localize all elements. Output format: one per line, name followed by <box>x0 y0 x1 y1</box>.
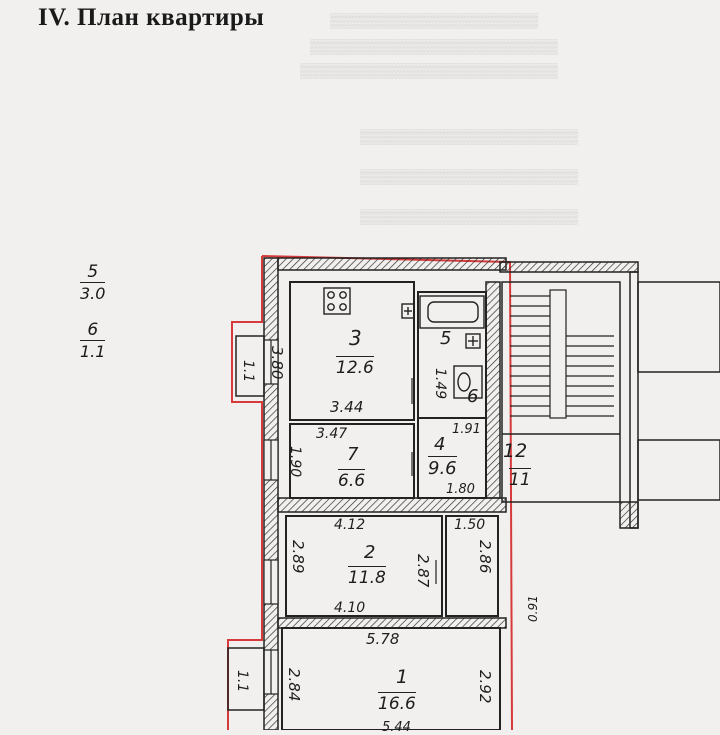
dim-room4-width: 1.80 <box>446 482 475 497</box>
dim-room2-left: 2.89 <box>289 540 307 574</box>
bathtub-icon <box>419 295 485 329</box>
balcony-lower <box>227 647 265 711</box>
neighbor-outline <box>619 281 720 529</box>
legend-room-number: 5 <box>87 262 99 282</box>
room-4-number: 4 <box>434 434 446 455</box>
dim-room5-height: 1.49 <box>432 368 448 400</box>
bleed-through-text: ▒▒▒▒▒▒▒▒▒▒▒▒▒▒▒▒▒▒▒▒▒▒▒▒▒▒ <box>300 64 558 79</box>
sink-icon <box>401 303 415 319</box>
dim-balcony-upper: 1.1 <box>240 360 256 383</box>
dim-room7-height: 1.90 <box>287 446 303 478</box>
dim-room2-bottom: 4.10 <box>334 600 366 616</box>
bleed-through-text: ▒▒▒▒▒▒▒▒▒▒▒▒▒▒▒▒▒▒▒▒▒▒ <box>360 210 579 225</box>
interior-walls <box>277 281 507 730</box>
bleed-through-text: ▒▒▒▒▒▒▒▒▒▒▒▒▒▒▒▒▒▒▒▒▒ <box>330 14 539 29</box>
bleed-through-text: ▒▒▒▒▒▒▒▒▒▒▒▒▒▒▒▒▒▒▒▒▒▒▒▒▒ <box>310 40 558 55</box>
dim-room3-width: 3.44 <box>330 398 364 416</box>
dim-closet-height: 2.86 <box>476 540 494 574</box>
room-1-area: 16.6 <box>378 692 416 714</box>
dim-room7-width: 3.47 <box>316 426 348 442</box>
room-12-area: 11 <box>509 468 531 490</box>
room-7-area: 6.6 <box>338 469 366 491</box>
dim-room2-top: 4.12 <box>334 517 366 533</box>
legend-room-area: 1.1 <box>80 340 106 361</box>
washbasin-icon <box>465 333 481 349</box>
room-4-area: 9.6 <box>428 456 457 479</box>
dim-room1-left: 2.84 <box>285 668 303 702</box>
room-5-number: 5 <box>440 328 452 349</box>
room-1-number: 1 <box>396 666 409 688</box>
room-6-number: 6 <box>467 386 479 407</box>
legend-room-number: 6 <box>87 320 99 340</box>
room-3-area: 12.6 <box>336 356 374 378</box>
page-title: IV. План квартиры <box>38 4 265 31</box>
dim-room1-right: 2.92 <box>476 670 494 704</box>
dim-room6-width: 1.91 <box>452 422 481 437</box>
room-7-number: 7 <box>347 444 359 465</box>
room-3-number: 3 <box>349 326 362 350</box>
dim-room2-right: 2.87 <box>414 554 432 588</box>
radiator-marks <box>411 378 437 584</box>
legend-room-area: 3.0 <box>80 282 106 303</box>
dim-balcony-lower: 1.1 <box>234 670 250 693</box>
balcony-upper <box>235 335 265 397</box>
legend-room-5: 5 3.0 <box>80 262 106 303</box>
bleed-through-text: ▒▒▒▒▒▒▒▒▒▒▒▒▒▒▒▒▒▒▒▒▒▒ <box>360 170 579 185</box>
dim-room1-top: 5.78 <box>366 630 400 648</box>
dim-wall-note: 0.91 <box>526 595 540 622</box>
room-2-area: 11.8 <box>348 566 386 588</box>
room-12-number: 12 <box>503 440 528 462</box>
dim-room1-bottom-partial: 5.44 <box>382 720 411 735</box>
windows <box>263 339 279 695</box>
toilet-icon <box>453 365 483 399</box>
room-2-number: 2 <box>364 542 376 563</box>
bleed-through-text: ▒▒▒▒▒▒▒▒▒▒▒▒▒▒▒▒▒▒▒▒▒▒ <box>360 130 579 145</box>
legend-room-6: 6 1.1 <box>80 320 106 361</box>
stove-icon <box>323 287 351 315</box>
dim-room3-height: 3.80 <box>268 346 286 380</box>
stairwell <box>501 281 621 503</box>
dim-closet-top: 1.50 <box>454 517 486 533</box>
